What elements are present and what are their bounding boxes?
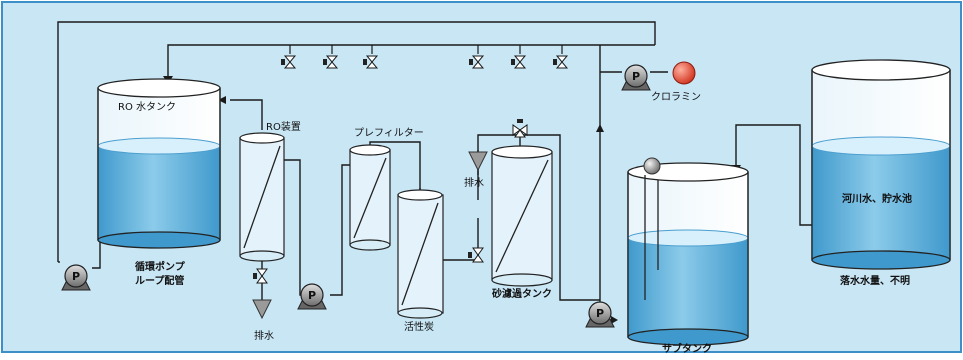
valve-icon[interactable] bbox=[468, 247, 484, 263]
svg-text:P: P bbox=[632, 70, 640, 83]
arrow-icon bbox=[611, 316, 618, 324]
float-valve-icon bbox=[643, 157, 661, 175]
three-way-valve-icon[interactable] bbox=[512, 119, 528, 138]
valve-icon[interactable] bbox=[469, 45, 485, 69]
river-reservoir-label: 河川水、貯水池 bbox=[842, 194, 912, 205]
loop-piping-label: ループ配管 bbox=[135, 276, 185, 287]
drain-label-mid: 排水 bbox=[464, 178, 484, 189]
valve-icon[interactable] bbox=[553, 45, 569, 69]
prefilter-label: プレフィルター bbox=[354, 128, 424, 139]
svg-text:P: P bbox=[72, 270, 80, 283]
ro-tank-label: RO 水タンク bbox=[118, 102, 176, 113]
sand-filter-tank-label: 砂濾過タンク bbox=[492, 289, 552, 300]
svg-text:P: P bbox=[308, 289, 316, 302]
chloramine-ball-icon bbox=[672, 61, 696, 85]
pump-icon[interactable]: P bbox=[61, 264, 91, 291]
pumps: P P P P bbox=[61, 64, 651, 328]
prefilter-vessel bbox=[349, 144, 391, 251]
svg-text:P: P bbox=[596, 307, 604, 320]
drain-funnel-icon bbox=[468, 151, 488, 172]
valve-icon[interactable] bbox=[323, 45, 339, 69]
circulation-pump-label: 循環ポンプ bbox=[135, 262, 185, 273]
inline-valves bbox=[253, 119, 528, 284]
ro-unit bbox=[239, 132, 285, 262]
drain-funnel-icon bbox=[252, 299, 272, 320]
chloramine-label: クロラミン bbox=[651, 92, 701, 103]
valve-icon[interactable] bbox=[511, 45, 527, 69]
arrow-icon bbox=[596, 124, 604, 132]
drain-label-left: 排水 bbox=[254, 331, 274, 342]
valve-icon[interactable] bbox=[281, 45, 297, 69]
ro-unit-label: RO装置 bbox=[266, 122, 301, 133]
arrow-icon bbox=[218, 96, 226, 104]
sand-filter-tank bbox=[491, 145, 553, 287]
valve-icon[interactable] bbox=[363, 45, 379, 69]
flow-unknown-label: 落水水量、不明 bbox=[840, 276, 910, 287]
sub-tank bbox=[627, 157, 749, 346]
ro-water-tank bbox=[97, 78, 221, 249]
pump-icon[interactable]: P bbox=[297, 283, 327, 310]
pump-icon[interactable]: P bbox=[585, 301, 615, 328]
header-valves bbox=[281, 45, 569, 69]
sub-tank-label: サブタンク bbox=[662, 344, 712, 355]
activated-carbon-vessel bbox=[397, 189, 444, 319]
pump-icon[interactable]: P bbox=[621, 64, 651, 91]
river-reservoir-tank bbox=[811, 59, 951, 270]
activated-carbon-label: 活性炭 bbox=[404, 322, 434, 333]
valve-icon[interactable] bbox=[253, 268, 268, 284]
drains bbox=[252, 151, 488, 320]
